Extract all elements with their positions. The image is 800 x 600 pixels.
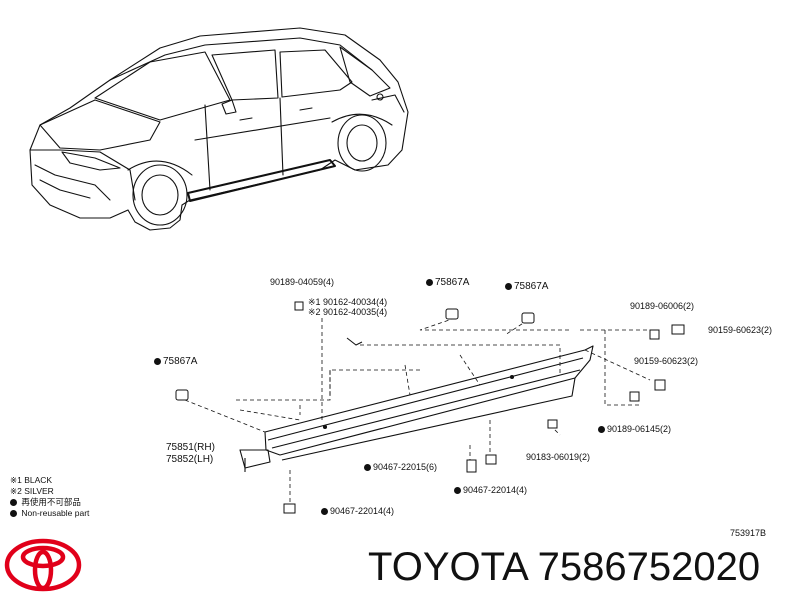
clip-icon <box>521 312 535 324</box>
callout-label: 90189-06145(2) <box>598 424 671 435</box>
callout-label: 90159-60623(2) <box>634 356 699 366</box>
clip-icon <box>175 389 189 401</box>
non-reusable-bullet-icon <box>598 426 605 433</box>
callout-label: 90189-04059(4) <box>270 277 335 287</box>
callout-label: ※1 90162-40034(4) <box>308 297 388 307</box>
screw-icon <box>294 301 304 311</box>
brand-part-number: TOYOTA 7586752020 <box>368 545 761 589</box>
screw-icon <box>649 329 660 340</box>
non-reusable-bullet-icon <box>364 464 371 471</box>
callout-label: 75867A <box>505 281 548 292</box>
nut-icon <box>547 419 558 429</box>
callout-label: 90189-06006(2) <box>630 301 695 311</box>
side-skirt-part <box>239 345 594 472</box>
non-reusable-bullet-icon <box>505 283 512 290</box>
clip-icon <box>485 454 497 465</box>
clip-icon <box>445 308 459 320</box>
screw-icon <box>346 337 363 346</box>
legend-item: 再使用不可部品 <box>10 497 89 508</box>
part-number-lh: 75852(LH) <box>166 454 214 465</box>
dashed-leaders <box>184 317 651 505</box>
callout-label: 75867A <box>154 356 197 367</box>
screw-icon <box>629 391 640 402</box>
legend-item: ※1 BLACK <box>10 475 53 485</box>
callout-label: 90467-22015(6) <box>364 462 437 473</box>
callout-label: 90159-60623(2) <box>708 325 773 335</box>
legend-item: Non-reusable part <box>10 508 89 519</box>
bolt-icon <box>671 324 685 335</box>
legend: ※1 BLACK ※2 SILVER 再使用不可部品 Non-reusable … <box>10 475 89 519</box>
car-illustration <box>29 27 409 231</box>
callout-label: 75867A <box>426 277 469 288</box>
callout-label: 90183-06019(2) <box>526 452 591 462</box>
non-reusable-bullet-icon <box>154 358 161 365</box>
diagram-code: 753917B <box>730 528 767 538</box>
non-reusable-bullet-icon <box>10 510 17 517</box>
clip-icon <box>283 503 296 514</box>
callout-label: ※2 90162-40035(4) <box>308 307 388 317</box>
clip-icon <box>466 459 477 473</box>
non-reusable-bullet-icon <box>454 487 461 494</box>
non-reusable-bullet-icon <box>321 508 328 515</box>
legend-item: ※2 SILVER <box>10 486 54 496</box>
brand-logo-icon <box>4 538 82 592</box>
callout-label: 90467-22014(4) <box>321 506 394 517</box>
part-number-rh: 75851(RH) <box>166 442 215 453</box>
non-reusable-bullet-icon <box>10 499 17 506</box>
non-reusable-bullet-icon <box>426 279 433 286</box>
bolt-icon <box>654 379 666 391</box>
fasteners <box>175 301 685 514</box>
callout-label: 90467-22014(4) <box>454 485 527 496</box>
